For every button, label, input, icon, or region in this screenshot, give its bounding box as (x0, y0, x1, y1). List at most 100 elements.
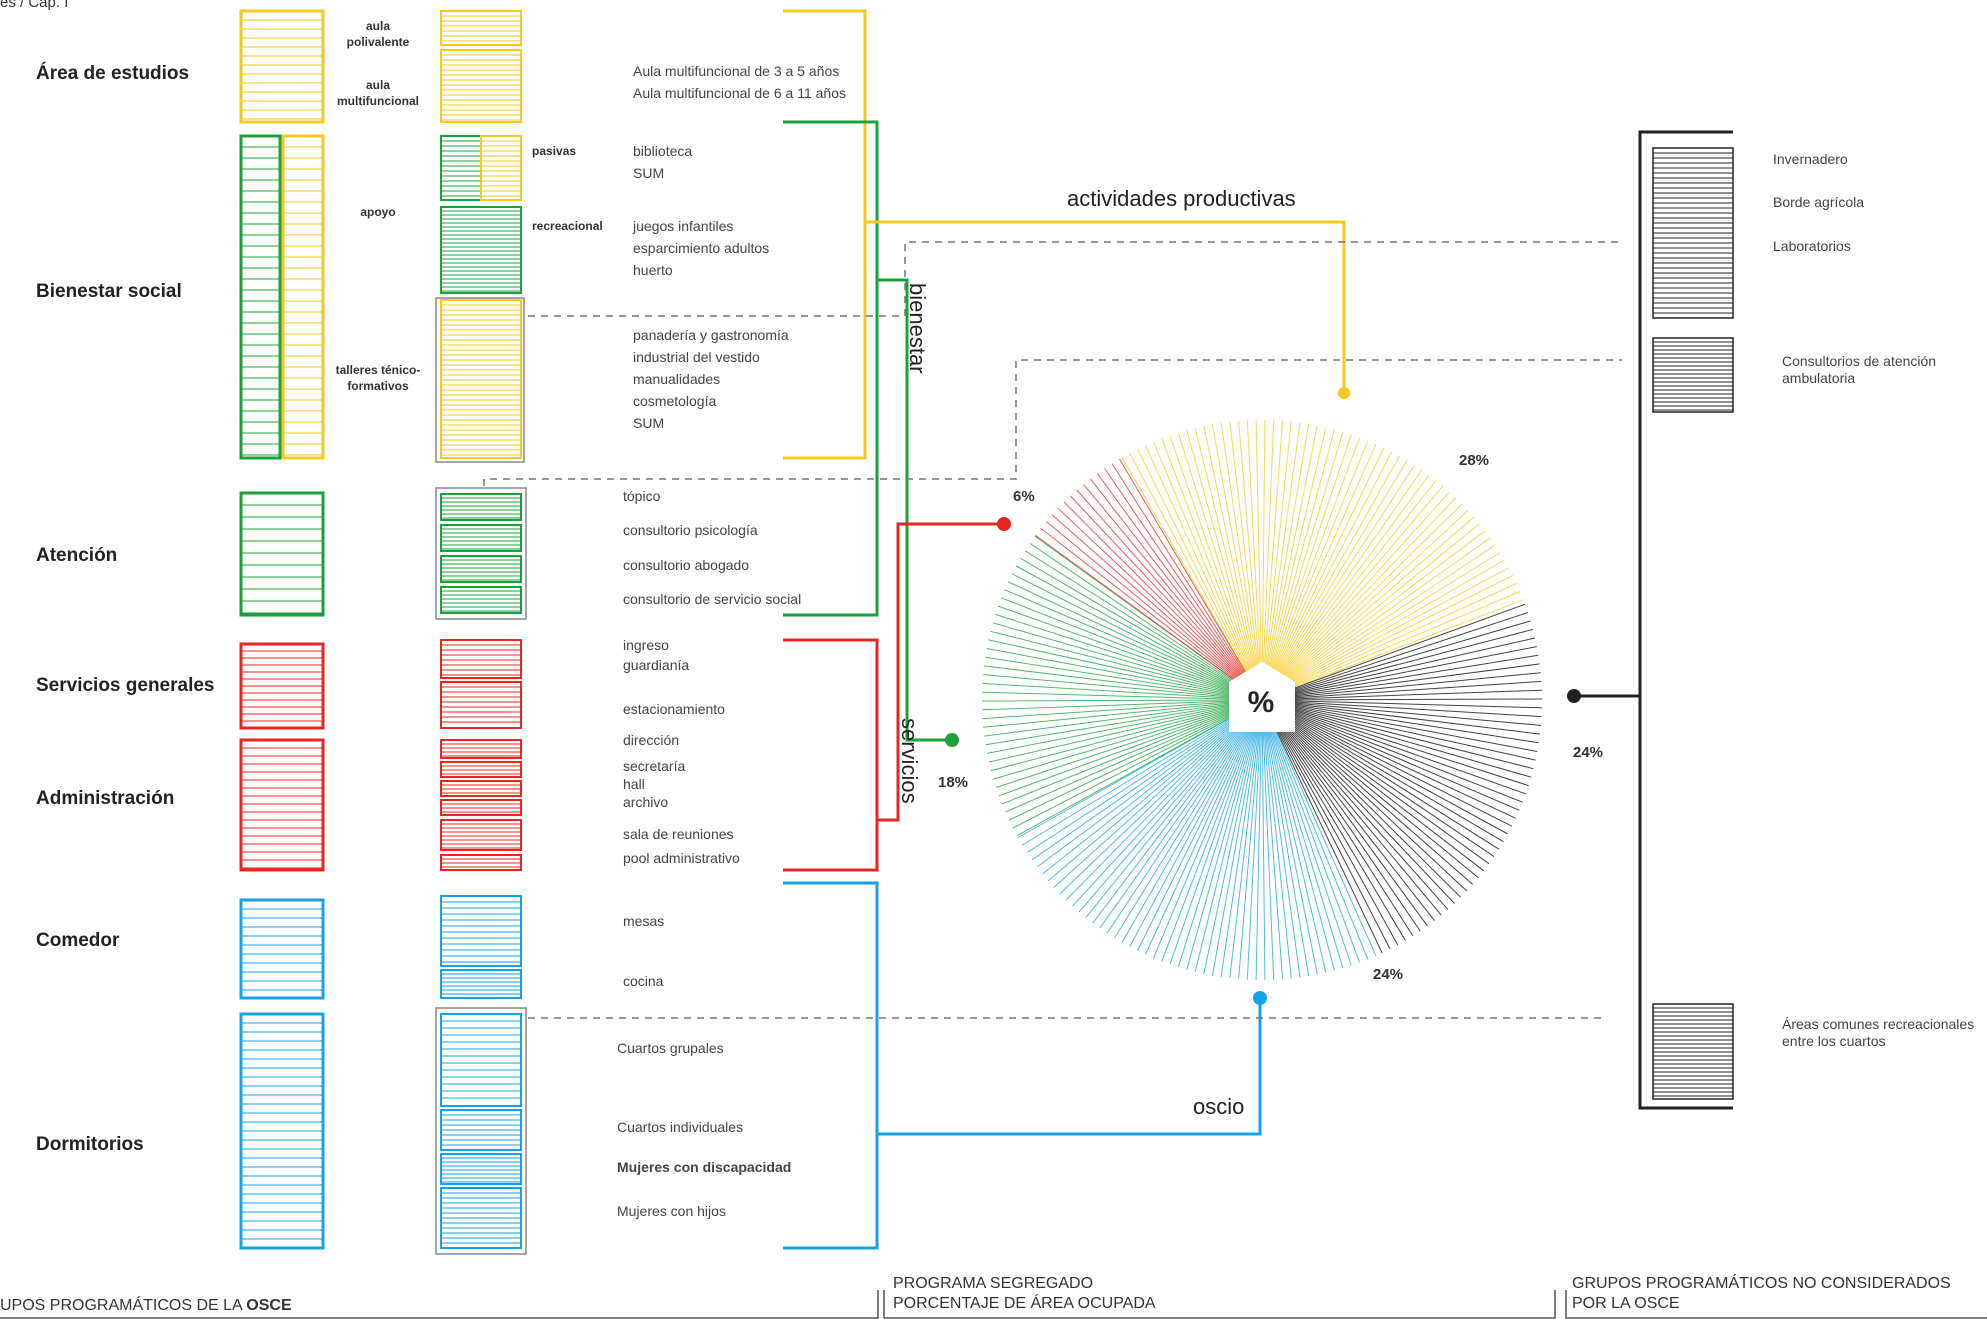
item-manualidades: manualidades (633, 371, 721, 387)
breadcrumb: es / Cap. I (0, 0, 69, 11)
sub-psicologia (440, 524, 522, 552)
sub-hall-hatch (441, 784, 521, 794)
item-juegos: juegos infantiles (633, 218, 734, 234)
block-administracion-hatch (241, 747, 323, 869)
sublabel-apoyo: apoyo (360, 205, 396, 219)
sub-cocina-hatch (441, 973, 521, 995)
sub-aula-polivalente (440, 10, 522, 46)
sub-pool-hatch (441, 858, 521, 868)
sub-discapacidad-hatch (441, 1157, 521, 1183)
item-huerto: huerto (633, 262, 673, 278)
pie-black (1261, 603, 1543, 954)
sub-cocina (440, 969, 522, 999)
sublabel-aula-polivalente: aula polivalente (346, 19, 410, 49)
sublabel-aula-multifuncional: aula multifuncional (337, 78, 419, 108)
connector-blue (877, 998, 1262, 1136)
nc-borde-agricola: Borde agrícola (1773, 194, 1865, 210)
sub-atencion-frame (435, 487, 527, 620)
bracket-red (783, 638, 879, 872)
nc-consultorios: Consultorios de atención ambulatoria (1782, 353, 1937, 386)
item-esparcimiento: esparcimiento adultos (633, 240, 770, 256)
item-cocina: cocina (623, 973, 664, 989)
pie-green (981, 535, 1263, 837)
group-label-estudios: Área de estudios (36, 63, 190, 84)
sub-mesas-hatch (441, 901, 521, 963)
nc-block-2 (1652, 337, 1734, 413)
footer-line-left (0, 1290, 879, 1319)
footer-left-bold: OSCE (246, 1297, 292, 1314)
item-pool: pool administrativo (623, 850, 740, 866)
connector-red (877, 522, 1004, 822)
block-bienestar-green (239, 134, 282, 460)
sub-sala-hatch (441, 823, 521, 849)
bracket-yellow (783, 9, 867, 460)
dot-red (997, 517, 1011, 531)
sub-talleres-frame (435, 297, 525, 463)
pct-yellow: 28% (1459, 452, 1490, 469)
item-direccion: dirección (623, 732, 680, 748)
group-label-dormitorios: Dormitorios (36, 1134, 144, 1155)
block-bienestar-green-hatch (241, 146, 280, 456)
block-bienestar-yellow-hatch (283, 146, 323, 456)
sub-discapacidad (440, 1153, 522, 1185)
item-mesas: mesas (623, 913, 665, 929)
sub-recreacional (440, 206, 522, 294)
pct-green: 18% (938, 774, 969, 791)
sub-pasivas-yellow (480, 135, 522, 201)
label-bienestar: bienestar (905, 283, 930, 374)
item-hall: hall (623, 776, 645, 792)
center-house (1229, 661, 1295, 732)
pie-yellow (1121, 419, 1524, 701)
item-abogado: consultorio abogado (623, 557, 750, 573)
item-ingreso: ingreso (623, 637, 669, 653)
sub-servicio-social-hatch (441, 590, 521, 612)
item-sum: SUM (633, 165, 665, 181)
block-comedor (239, 898, 325, 1000)
block-estudios-hatch (241, 19, 323, 120)
item-panaderia: panadería y gastronomía (633, 327, 789, 343)
dot-black (1567, 689, 1581, 703)
sub-topico (440, 493, 522, 521)
sub-ingreso-hatch (441, 644, 521, 676)
sublabel-pasivas: pasivas (532, 144, 577, 158)
sub-estacionamiento-hatch (441, 686, 521, 723)
block-comedor-hatch (241, 908, 323, 991)
label-servicios: servicios (897, 718, 922, 804)
item-biblioteca: biblioteca (633, 143, 693, 159)
item-cuartos-individuales: Cuartos individuales (617, 1119, 744, 1135)
dot-blue (1253, 991, 1267, 1005)
connector-yellow (865, 220, 1346, 393)
group-label-comedor: Comedor (36, 930, 120, 951)
sub-psicologia-hatch (441, 528, 521, 550)
item-aula-3-5: Aula multifuncional de 3 a 5 años (633, 63, 840, 79)
sub-cuartos-grupales (440, 1013, 522, 1107)
sub-topico-hatch (441, 497, 521, 519)
nc-block-2-hatch (1653, 341, 1733, 411)
bracket-blue (783, 881, 879, 1250)
label-actividades-productivas: actividades productivas (1067, 186, 1296, 211)
item-vestido: industrial del vestido (633, 349, 760, 365)
item-aula-6-11: Aula multifuncional de 6 a 11 años (633, 85, 846, 101)
item-secretaria: secretaría (623, 758, 686, 774)
pct-blue: 24% (1373, 966, 1404, 983)
label-oscio: oscio (1193, 1094, 1245, 1119)
sub-estacionamiento (440, 681, 522, 729)
bracket-black (1638, 130, 1733, 1110)
sublabel-talleres: talleres ténico- formativos (335, 363, 421, 393)
pct-red: 6% (1013, 488, 1035, 505)
group-label-servicios: Servicios generales (36, 675, 215, 696)
footer-line-right (1565, 1290, 1987, 1319)
sub-mesas (440, 895, 522, 967)
center-percent-symbol: % (1247, 686, 1275, 719)
sub-direccion-hatch (441, 743, 521, 757)
item-estacionamiento: estacionamiento (623, 701, 725, 717)
dot-yellow (1338, 387, 1350, 399)
item-sum-2: SUM (633, 415, 665, 431)
pct-black: 24% (1573, 744, 1604, 761)
item-archivo: archivo (623, 794, 669, 810)
item-guardiania: guardianía (623, 657, 690, 673)
item-cuartos-grupales: Cuartos grupales (617, 1040, 724, 1056)
sub-sala (440, 819, 522, 851)
connector-green (877, 278, 952, 742)
